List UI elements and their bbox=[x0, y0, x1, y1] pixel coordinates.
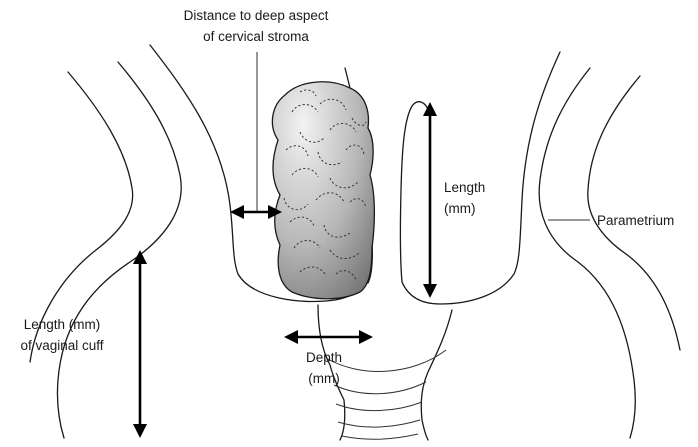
stroma-distance-label-line1: Distance to deep aspect bbox=[184, 8, 329, 23]
vaginal-rugae-4 bbox=[338, 420, 420, 427]
cervix-outer-right bbox=[402, 52, 560, 304]
right-outer-wall bbox=[539, 68, 635, 438]
stroma-distance-label-line2: of cervical stroma bbox=[203, 29, 309, 44]
vaginal-rugae-1 bbox=[326, 350, 446, 371]
cervical-canal-right bbox=[400, 102, 429, 282]
length-label-line1: Length bbox=[444, 180, 485, 195]
tumor-body bbox=[272, 82, 374, 299]
tumor-mass-icon bbox=[272, 82, 374, 299]
left-outer-wall bbox=[57, 62, 181, 438]
length-label-line2: (mm) bbox=[444, 201, 475, 216]
vaginal-rugae-5 bbox=[342, 434, 418, 439]
depth-label-line1: Depth bbox=[306, 350, 342, 365]
length-arrow bbox=[423, 102, 437, 298]
depth-arrow bbox=[284, 330, 373, 344]
vaginal-cuff-label-line1: Length (mm) bbox=[24, 317, 101, 332]
vaginal-rugae-3 bbox=[336, 402, 422, 411]
vaginal-cuff-label-line2: of vaginal cuff bbox=[20, 338, 103, 353]
vaginal-right-edge bbox=[421, 310, 452, 440]
parametrium-label: Parametrium bbox=[597, 213, 674, 228]
depth-label-line2: (mm) bbox=[308, 371, 339, 386]
vaginal-cuff-length-arrow bbox=[133, 250, 147, 438]
vaginal-rugae-2 bbox=[334, 382, 426, 394]
